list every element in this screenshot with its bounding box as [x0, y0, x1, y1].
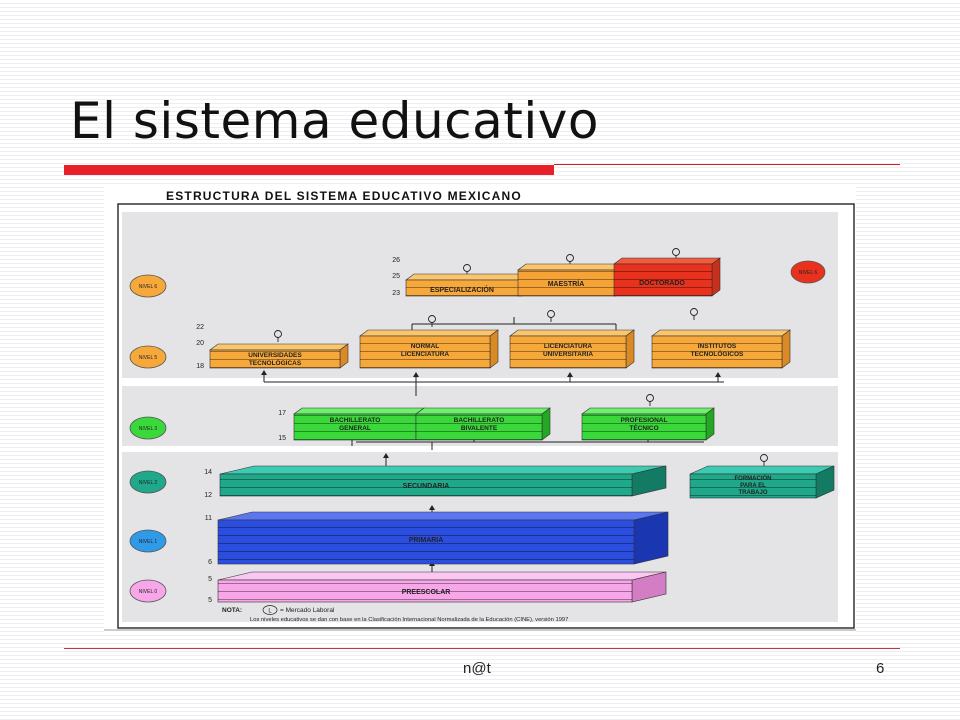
- age-marker: 5: [208, 597, 212, 604]
- level-badge-3: NIVEL 3: [129, 416, 167, 440]
- block-especializacion: ESPECIALIZACIÓN: [405, 273, 531, 297]
- block-universidades: UNIVERSIDADES TECNOLÓGICAS: [209, 343, 349, 369]
- age-marker: 15: [278, 435, 286, 442]
- block-profesional-tecnico: PROFESIONAL TÉCNICO: [581, 407, 715, 441]
- labor-market-icon: [547, 310, 555, 322]
- formacion-label-3: TRABAJO: [738, 490, 767, 496]
- age-marker: 11: [205, 515, 212, 522]
- age-marker: 26: [392, 257, 400, 264]
- footer-divider-line: [64, 648, 900, 649]
- block-doctorado: DOCTORADO: [613, 257, 721, 297]
- age-marker: 12: [204, 492, 212, 499]
- level-badge-0: NIVEL 0: [129, 579, 167, 603]
- bach-general-label-1: BACHILLERATO: [330, 417, 381, 424]
- normal-label-1: NORMAL: [411, 343, 440, 350]
- level-badge-0-label: NIVEL 0: [139, 589, 158, 595]
- block-normal: NORMAL LICENCIATURA: [359, 329, 499, 369]
- labor-market-icon: [646, 394, 654, 406]
- block-formacion-trabajo: FORMACIÓN PARA EL TRABAJO: [689, 465, 835, 499]
- labor-market-icon: [760, 454, 768, 466]
- block-secundaria: SECUNDARIA: [219, 465, 667, 497]
- age-marker: 5: [208, 576, 212, 583]
- formacion-label-1: FORMACIÓN: [735, 474, 772, 482]
- level-badge-5-label: NIVEL 5: [139, 355, 158, 361]
- block-primaria: PRIMARIA: [217, 511, 669, 565]
- age-marker: 18: [196, 363, 204, 370]
- age-marker: 20: [196, 340, 204, 347]
- profesional-label-1: PROFESIONAL: [621, 417, 668, 424]
- age-marker: 25: [392, 273, 400, 280]
- age-marker: 23: [392, 290, 400, 297]
- universidades-label-1: UNIVERSIDADES: [248, 352, 302, 359]
- labor-market-icon: [428, 315, 436, 327]
- title-accent-bar: [64, 165, 554, 175]
- licenciatura-label-2: UNIVERSITARIA: [543, 351, 593, 358]
- bach-bivalente-label-2: BIVALENTE: [461, 425, 498, 432]
- level-badge-right: NIVEL 6: [790, 260, 826, 284]
- especializacion-label: ESPECIALIZACIÓN: [430, 285, 494, 294]
- footer-author: n@t: [463, 660, 491, 677]
- arrow-up-icon: [261, 370, 267, 382]
- normal-label-2: LICENCIATURA: [401, 351, 450, 358]
- age-marker: 22: [196, 324, 204, 331]
- institutos-label-2: TECNOLÓGICOS: [691, 349, 744, 358]
- level-badge-6: NIVEL 6: [129, 274, 167, 298]
- slide-title: El sistema educativo: [70, 92, 599, 150]
- age-marker: 17: [278, 410, 286, 417]
- licenciatura-label-1: LICENCIATURA: [544, 343, 593, 350]
- preescolar-label: PREESCOLAR: [402, 589, 451, 596]
- block-bachillerato-bivalente: BACHILLERATO BIVALENTE: [415, 407, 551, 441]
- diagram-heading: ESTRUCTURA DEL SISTEMA EDUCATIVO MEXICAN…: [166, 189, 522, 203]
- block-institutos: INSTITUTOS TECNOLÓGICOS: [651, 329, 791, 369]
- level-badge-3-label: NIVEL 3: [139, 426, 158, 432]
- profesional-label-2: TÉCNICO: [629, 423, 658, 432]
- arrow-up-icon: [567, 372, 573, 382]
- level-badge-2: NIVEL 2: [129, 470, 167, 494]
- secundaria-label: SECUNDARIA: [403, 483, 450, 490]
- level-badge-2-label: NIVEL 2: [139, 480, 158, 486]
- formacion-label-2: PARA EL: [740, 483, 766, 489]
- level-badge-1-label: NIVEL 1: [139, 539, 158, 545]
- labor-market-icon: [274, 330, 282, 342]
- page-number: 6: [876, 660, 885, 677]
- bach-bivalente-label-1: BACHILLERATO: [454, 417, 505, 424]
- bach-general-label-2: GENERAL: [339, 425, 371, 432]
- age-marker: 14: [204, 469, 212, 476]
- doctorado-label: DOCTORADO: [639, 280, 685, 287]
- universidades-label-2: TECNOLÓGICAS: [249, 358, 302, 367]
- block-maestria: MAESTRÍA: [517, 263, 625, 297]
- level-badge-5: NIVEL 5: [129, 345, 167, 369]
- primaria-label: PRIMARIA: [409, 537, 444, 544]
- education-structure-diagram: ESTRUCTURA DEL SISTEMA EDUCATIVO MEXICAN…: [104, 184, 856, 632]
- labor-market-icon: [690, 308, 698, 320]
- arrow-up-icon: [413, 372, 419, 396]
- level-badge-right-label: NIVEL 6: [799, 270, 818, 276]
- age-marker: 6: [208, 559, 212, 566]
- age-markers: 26 25 23 22 20 18 17 15 14 12 11 6 5 5: [196, 257, 400, 604]
- block-licenciatura: LICENCIATURA UNIVERSITARIA: [509, 329, 635, 369]
- note-symbol: L: [268, 609, 272, 615]
- block-preescolar: PREESCOLAR: [217, 571, 667, 603]
- note-label: NOTA:: [222, 607, 242, 614]
- title-divider-line: [554, 164, 900, 165]
- note-symbol-circle: [262, 605, 278, 615]
- note-text: Los niveles educativos se dan con base e…: [250, 617, 568, 623]
- arrow-up-icon: [715, 372, 721, 382]
- connector-lines: [264, 317, 724, 450]
- block-bachillerato-general: BACHILLERATO GENERAL: [293, 407, 425, 441]
- arrow-up-icon: [383, 453, 389, 466]
- institutos-label-1: INSTITUTOS: [698, 343, 737, 350]
- maestria-label: MAESTRÍA: [548, 279, 585, 288]
- level-badge-6-label: NIVEL 6: [139, 284, 158, 290]
- level-badge-1: NIVEL 1: [129, 529, 167, 553]
- note-legend: = Mercado Laboral: [280, 607, 335, 614]
